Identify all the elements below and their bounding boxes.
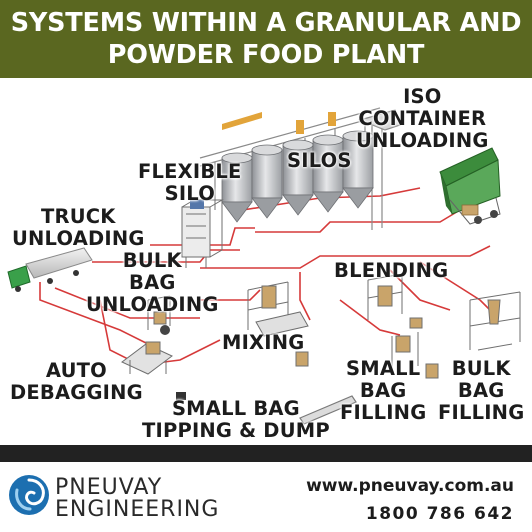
label-iso-container-unloading: ISO CONTAINER UNLOADING xyxy=(356,85,489,152)
footer-divider xyxy=(0,445,532,462)
swirl-logo-icon xyxy=(9,475,49,515)
label-silos: SILOS xyxy=(287,149,352,172)
label-flexible-silo: FLEXIBLE SILO xyxy=(138,160,242,205)
label-truck-unloading: TRUCK UNLOADING xyxy=(12,205,145,250)
bulk-bag-unloader xyxy=(147,295,171,335)
silo-2 xyxy=(251,144,283,219)
footer: PNEUVAY ENGINEERING www.pneuvay.com.au 1… xyxy=(0,462,532,532)
title-line-2: POWDER FOOD PLANT xyxy=(107,40,425,70)
label-bulk-bag-filling: BULK BAG FILLING xyxy=(438,357,525,424)
small-bag-filler xyxy=(391,332,439,379)
brand-subtitle: ENGINEERING xyxy=(55,497,220,522)
title-line-1: SYSTEMS WITHIN A GRANULAR AND xyxy=(10,8,522,38)
silo-group xyxy=(221,112,374,223)
label-blending: BLENDING xyxy=(334,259,449,282)
silo-4 xyxy=(312,134,344,213)
label-small-bag-tipping-dump: SMALL BAG TIPPING & DUMP xyxy=(142,397,330,442)
tanker-truck xyxy=(7,247,93,292)
plant-diagram xyxy=(7,107,521,425)
bulk-bag-filler xyxy=(469,291,521,351)
phone-number[interactable]: 1800 786 642 xyxy=(365,504,514,524)
silo-3 xyxy=(282,139,314,216)
brand-name: PNEUVAY xyxy=(55,475,163,500)
silo-5 xyxy=(342,130,374,209)
plant-illustration: ISO CONTAINER UNLOADING SILOS FLEXIBLE S… xyxy=(0,78,532,445)
label-small-bag-filling: SMALL BAG FILLING xyxy=(340,357,427,424)
silo-1 xyxy=(221,152,253,223)
blending-station xyxy=(367,273,423,329)
label-bulk-bag-unloading: BULK BAG UNLOADING xyxy=(86,249,219,316)
label-auto-debagging: AUTO DEBAGGING xyxy=(10,359,143,404)
mixing-station xyxy=(247,281,309,367)
label-mixing: MIXING xyxy=(222,331,305,354)
title-banner: SYSTEMS WITHIN A GRANULAR AND POWDER FOO… xyxy=(0,0,532,78)
flexible-silo xyxy=(181,199,224,268)
iso-container-unloader xyxy=(439,147,501,225)
auto-debagger xyxy=(121,341,173,375)
website-link[interactable]: www.pneuvay.com.au xyxy=(306,476,514,496)
tipping-conveyor xyxy=(176,392,357,425)
